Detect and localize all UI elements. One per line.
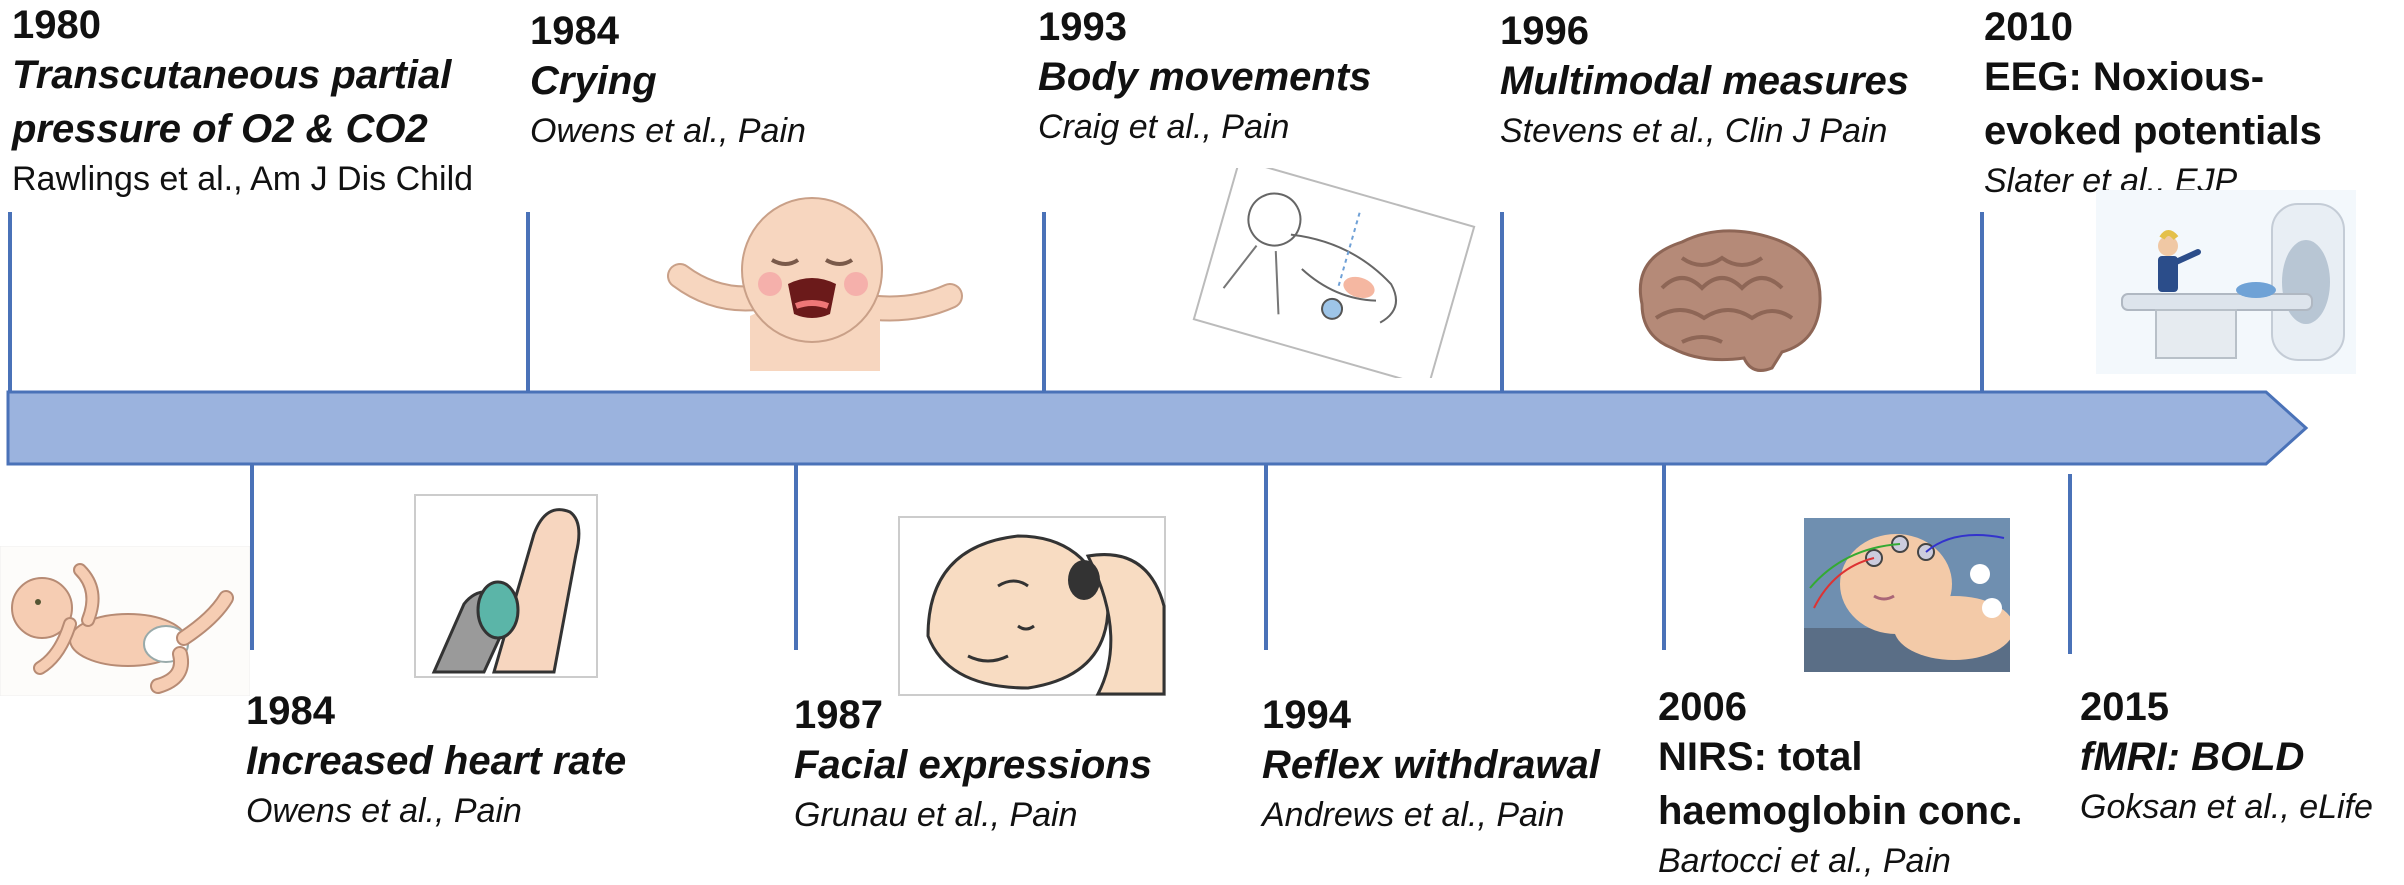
event-reference: Owens et al., Pain xyxy=(530,108,970,154)
event-reference: Grunau et al., Pain xyxy=(794,792,1234,838)
event-measure: NIRS: total haemoglobin conc. xyxy=(1658,730,2038,838)
event-measure: fMRI: BOLD xyxy=(2080,730,2400,784)
event-measure: Multimodal measures xyxy=(1500,54,1960,108)
event-year: 1984 xyxy=(530,8,970,54)
event-measure: Increased heart rate xyxy=(246,734,686,788)
tick-top-1980 xyxy=(8,212,12,392)
event-1993: 1993 Body movements Craig et al., Pain xyxy=(1038,4,1478,150)
event-year: 2006 xyxy=(1658,684,2038,730)
event-measure: Reflex withdrawal xyxy=(1262,738,1702,792)
event-1996: 1996 Multimodal measures Stevens et al.,… xyxy=(1500,8,1960,154)
heel-stick-icon xyxy=(414,494,598,678)
event-measure: Crying xyxy=(530,54,970,108)
event-1984-crying: 1984 Crying Owens et al., Pain xyxy=(530,8,970,154)
event-1980: 1980 Transcutaneous partial pressure of … xyxy=(12,2,512,202)
event-year: 1987 xyxy=(794,692,1234,738)
tick-bottom-1994 xyxy=(1264,464,1268,650)
infant-nirs-icon xyxy=(1804,518,2010,672)
tick-top-1993 xyxy=(1042,212,1046,392)
event-year: 1996 xyxy=(1500,8,1960,54)
event-1987: 1987 Facial expressions Grunau et al., P… xyxy=(794,692,1234,838)
brain-icon xyxy=(1622,218,1832,380)
event-2015: 2015 fMRI: BOLD Goksan et al., eLife xyxy=(2080,684,2400,830)
event-measure: Body movements xyxy=(1038,50,1478,104)
event-1994: 1994 Reflex withdrawal Andrews et al., P… xyxy=(1262,692,1702,838)
tick-top-1984 xyxy=(526,212,530,392)
infant-face-icon xyxy=(898,516,1166,696)
tick-top-2010 xyxy=(1980,212,1984,392)
event-measure: EEG: Noxious-evoked potentials xyxy=(1984,50,2384,158)
event-reference: Bartocci et al., Pain xyxy=(1658,838,2038,884)
event-year: 1980 xyxy=(12,2,512,48)
event-2010: 2010 EEG: Noxious-evoked potentials Slat… xyxy=(1984,4,2384,204)
event-reference: Goksan et al., eLife xyxy=(2080,784,2400,830)
event-measure: Transcutaneous partial pressure of O2 & … xyxy=(12,48,512,156)
reclining-infant-icon xyxy=(0,546,250,696)
event-reference: Stevens et al., Clin J Pain xyxy=(1500,108,1960,154)
event-year: 2010 xyxy=(1984,4,2384,50)
event-year: 1984 xyxy=(246,688,686,734)
timeline-arrow xyxy=(0,380,2330,480)
body-movement-sketch-icon xyxy=(1192,168,1476,378)
tick-top-1996 xyxy=(1500,212,1504,392)
event-reference: Owens et al., Pain xyxy=(246,788,686,834)
event-reference: Rawlings et al., Am J Dis Child xyxy=(12,156,512,202)
crying-infant-icon xyxy=(660,196,970,376)
tick-bottom-1987 xyxy=(794,464,798,650)
event-year: 2015 xyxy=(2080,684,2400,730)
mri-scanner-icon xyxy=(2096,190,2356,374)
event-2006: 2006 NIRS: total haemoglobin conc. Barto… xyxy=(1658,684,2038,884)
event-1984-heart-rate: 1984 Increased heart rate Owens et al., … xyxy=(246,688,686,834)
event-year: 1994 xyxy=(1262,692,1702,738)
event-year: 1993 xyxy=(1038,4,1478,50)
tick-bottom-2015 xyxy=(2068,474,2072,654)
tick-bottom-2006 xyxy=(1662,464,1666,650)
event-measure: Facial expressions xyxy=(794,738,1234,792)
event-reference: Andrews et al., Pain xyxy=(1262,792,1702,838)
event-reference: Craig et al., Pain xyxy=(1038,104,1478,150)
tick-bottom-1984 xyxy=(250,464,254,650)
